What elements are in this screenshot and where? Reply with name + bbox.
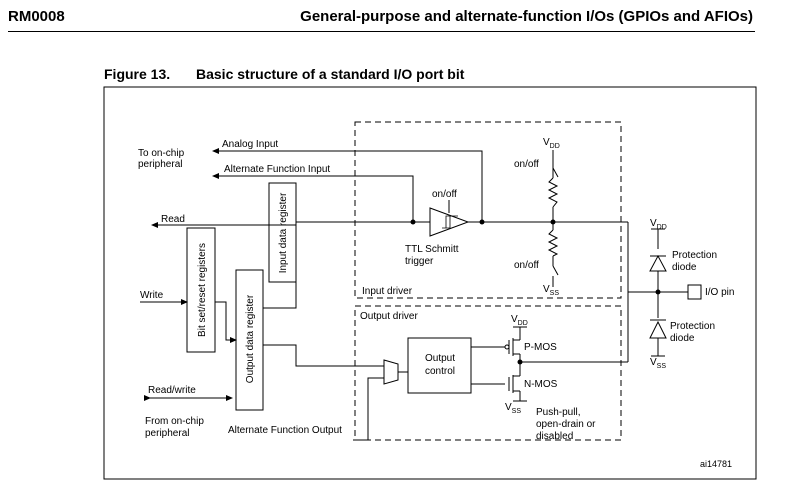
p-mos-transistor: [504, 338, 520, 356]
to-onchip-label-2: peripheral: [138, 159, 182, 170]
analog-input-label: Analog Input: [222, 139, 278, 150]
pulldown-onoff-label: on/off: [514, 260, 539, 271]
analog-input-wire: [212, 148, 483, 222]
alt-func-input-wire: [212, 173, 414, 222]
output-driver-box: [354, 305, 622, 441]
protection-bottom-label-1: Protection: [670, 321, 715, 332]
protection-top-label-1: Protection: [672, 250, 717, 261]
wires: [140, 148, 688, 441]
vdd-pmos-label: VDD: [511, 314, 528, 327]
vss-nmos-label: VSS: [505, 402, 521, 415]
schmitt-onoff-label: on/off: [432, 189, 457, 200]
svg-text:Bit set/reset registers: Bit set/reset registers: [197, 243, 208, 337]
read-write-label: Read/write: [148, 385, 196, 396]
schmitt-trigger: [429, 207, 470, 237]
input-data-register: Input data register: [268, 182, 297, 283]
svg-text:Output data register: Output data register: [245, 294, 256, 383]
vdd-protection-label: VDD: [650, 218, 667, 231]
section-title: General-purpose and alternate-function I…: [300, 8, 753, 25]
to-onchip-label-1: To on-chip: [138, 148, 185, 159]
output-data-register: Output data register: [235, 269, 264, 411]
io-pin-label: I/O pin: [705, 287, 734, 298]
input-driver-label: Input driver: [362, 286, 413, 297]
output-driver-label: Output driver: [360, 311, 418, 322]
document-id: RM0008: [8, 8, 65, 25]
push-pull-label-2: open-drain or: [536, 419, 596, 430]
n-mos-transistor: [508, 375, 520, 393]
vss-protection-label: VSS: [650, 357, 666, 370]
figure-title: Basic structure of a standard I/O port b…: [196, 66, 465, 82]
protection-top-label-2: diode: [672, 262, 697, 273]
output-mux: [383, 359, 399, 385]
n-mos-label: N-MOS: [524, 379, 558, 390]
from-onchip-label-1: From on-chip: [145, 416, 204, 427]
alt-func-input-label: Alternate Function Input: [224, 164, 330, 175]
from-onchip-label-2: peripheral: [145, 428, 189, 439]
svg-text:Output: Output: [425, 353, 455, 364]
push-pull-label-1: Push-pull,: [536, 407, 580, 418]
alt-func-output-label: Alternate Function Output: [228, 425, 342, 436]
svg-text:Input data register: Input data register: [278, 192, 289, 273]
vdd-pullup-label: VDD: [543, 137, 560, 150]
figure-caption: Figure 13. Basic structure of a standard …: [104, 66, 464, 82]
p-mos-label: P-MOS: [524, 342, 557, 353]
read-label: Read: [161, 214, 185, 225]
figure-number: Figure 13.: [104, 66, 171, 82]
pull-up-resistor: [547, 167, 559, 208]
protection-diode-top: [649, 254, 667, 272]
figure-ref-code: ai14781: [700, 459, 732, 469]
ttl-schmitt-label-2: trigger: [405, 256, 434, 267]
pull-down-resistor: [547, 229, 559, 276]
figure-frame: [103, 86, 757, 480]
ttl-schmitt-label-1: TTL Schmitt: [405, 244, 459, 255]
push-pull-label-3: disabled: [536, 431, 573, 442]
protection-bottom-label-2: diode: [670, 333, 695, 344]
svg-text:control: control: [425, 366, 455, 377]
vss-pulldown-label: VSS: [543, 284, 559, 297]
pullup-onoff-label: on/off: [514, 159, 539, 170]
output-control-block: Output control: [407, 337, 472, 394]
junction-dots: [410, 219, 661, 365]
write-label: Write: [140, 290, 164, 301]
io-pin: [687, 284, 702, 300]
input-driver-box: [354, 121, 622, 299]
bit-set-reset-registers: Bit set/reset registers: [186, 227, 216, 353]
protection-diode-bottom: [649, 319, 667, 339]
header-rule: [8, 31, 755, 32]
